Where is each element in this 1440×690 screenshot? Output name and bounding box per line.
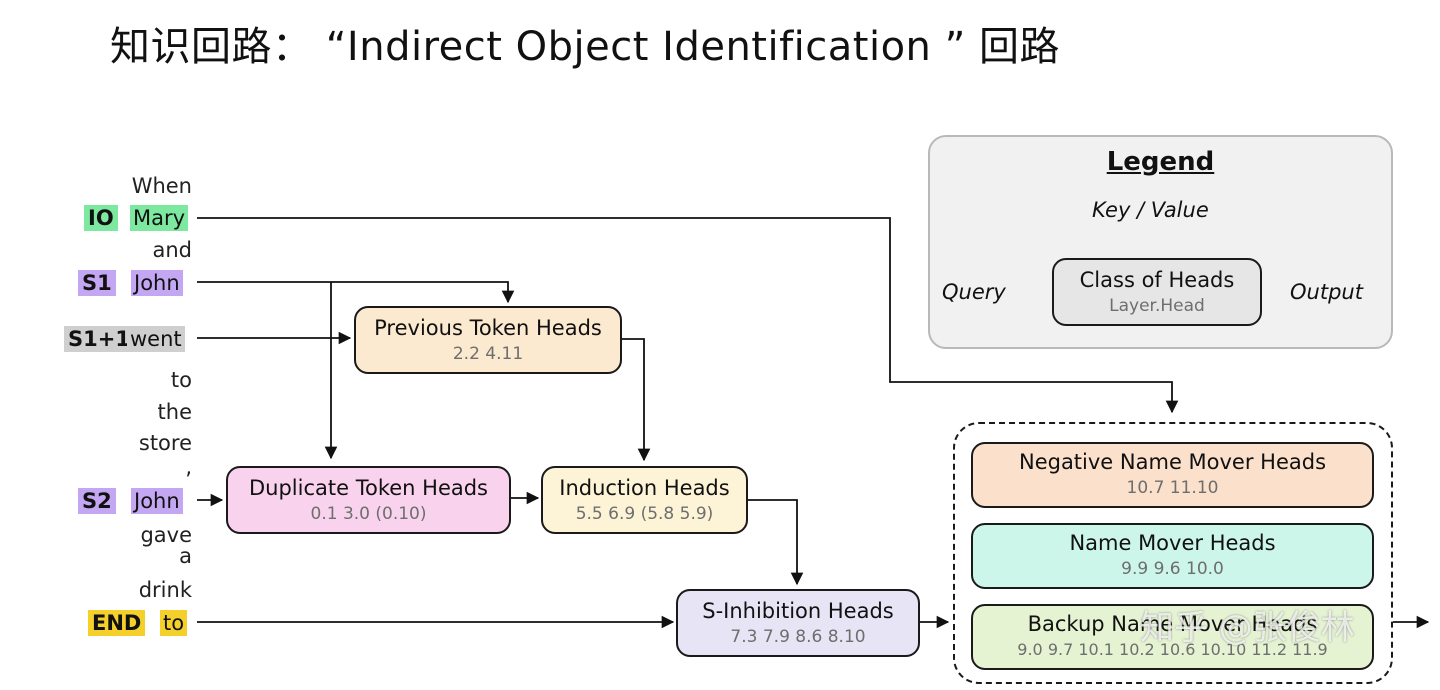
s-inhibition-heads-label: S-Inhibition Heads — [702, 599, 894, 623]
duplicate-token-heads-box: Duplicate Token Heads 0.1 3.0 (0.10) — [226, 466, 511, 534]
previous-token-heads-box: Previous Token Heads 2.2 4.11 — [354, 306, 622, 374]
s2-word: John — [131, 488, 183, 514]
watermark: 知乎 @张俊林 — [1140, 608, 1355, 648]
token-when: When — [131, 174, 192, 198]
wire-previous-to-induction — [622, 338, 651, 462]
backup-name-mover-heads-ids: 9.0 9.7 10.1 10.2 10.6 10.10 11.2 11.9 — [1017, 640, 1328, 659]
duplicate-token-heads-ids: 0.1 3.0 (0.10) — [310, 504, 427, 524]
s1p1-tag: S1+1 — [64, 326, 134, 352]
s-inhibition-heads-ids: 7.3 7.9 8.6 8.10 — [730, 627, 866, 647]
token-and: and — [152, 238, 192, 262]
io-word: Mary — [130, 205, 189, 231]
name-mover-heads-label: Name Mover Heads — [1069, 531, 1276, 555]
legend-class-of-heads-box: Class of Heads Layer.Head — [1052, 258, 1262, 326]
name-mover-heads-box: Name Mover Heads 9.9 9.6 10.0 — [971, 523, 1374, 589]
backup-name-mover-heads-box: Backup Name Mover Heads 9.0 9.7 10.1 10.… — [971, 604, 1374, 670]
s1p1-word: went — [127, 326, 185, 352]
token-to: to — [170, 368, 192, 392]
s1-word: John — [131, 270, 183, 296]
s-inhibition-heads-box: S-Inhibition Heads 7.3 7.9 8.6 8.10 — [676, 589, 920, 657]
token-drink: drink — [138, 578, 192, 602]
negative-name-mover-heads-label: Negative Name Mover Heads — [1018, 450, 1327, 474]
s2-tag: S2 — [78, 488, 116, 514]
name-mover-heads-ids: 9.9 9.6 10.0 — [1121, 559, 1224, 579]
legend-key-value: Key / Value — [1092, 198, 1209, 222]
token-the: the — [157, 400, 192, 424]
legend-class-of-heads: Class of Heads — [1079, 268, 1235, 292]
end-word: to — [160, 610, 188, 636]
legend-layer-head: Layer.Head — [1109, 296, 1205, 316]
name-mover-group — [953, 422, 1393, 684]
wire-s1-to-previous-token — [197, 281, 515, 304]
backup-name-mover-heads-label: Backup Name Mover Heads — [1027, 612, 1318, 636]
negative-name-mover-heads-box: Negative Name Mover Heads 10.7 11.10 — [971, 442, 1374, 508]
token-comma: , — [185, 455, 192, 479]
duplicate-token-heads-label: Duplicate Token Heads — [249, 476, 488, 500]
induction-heads-ids: 5.5 6.9 (5.8 5.9) — [575, 504, 714, 524]
wire-io-to-name-movers — [197, 217, 1179, 414]
negative-name-mover-heads-ids: 10.7 11.10 — [1126, 478, 1219, 498]
token-store: store — [138, 431, 192, 455]
s1-tag: S1 — [78, 270, 116, 296]
token-gave: gave — [140, 523, 192, 547]
page-title: 知识回路： “Indirect Object Identification ” … — [110, 24, 1061, 70]
previous-token-heads-ids: 2.2 4.11 — [452, 344, 524, 364]
previous-token-heads-label: Previous Token Heads — [374, 316, 602, 340]
legend-title: Legend — [1106, 147, 1215, 177]
legend-output: Output — [1290, 280, 1363, 304]
induction-heads-box: Induction Heads 5.5 6.9 (5.8 5.9) — [541, 466, 748, 534]
legend-query: Query — [942, 280, 1006, 304]
token-a: a — [179, 544, 192, 568]
induction-heads-label: Induction Heads — [559, 476, 730, 500]
end-tag: END — [88, 610, 146, 636]
io-tag: IO — [84, 205, 118, 231]
wire-induction-to-s-inhibition — [748, 499, 804, 586]
